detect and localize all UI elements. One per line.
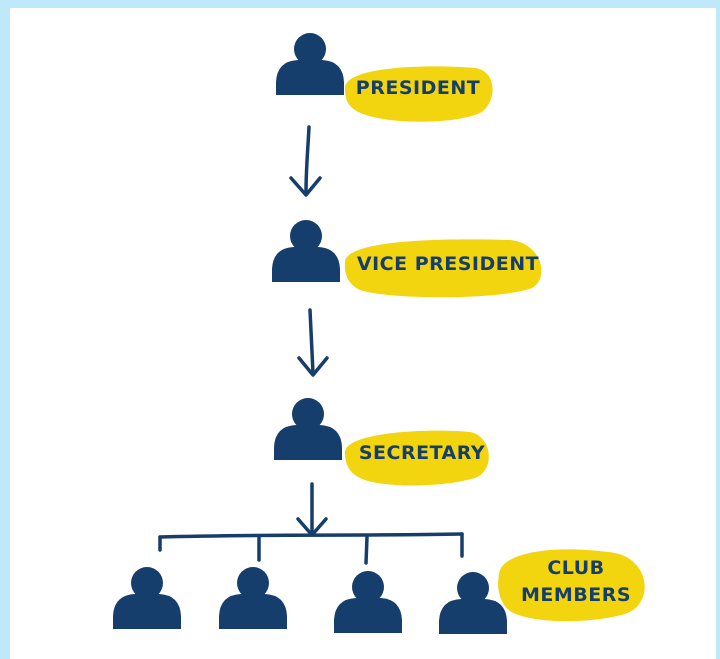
club-members-group: CLUB MEMBERS	[113, 549, 645, 634]
arrow-down-icon	[297, 308, 329, 377]
club-members-label-line1: CLUB	[547, 557, 604, 579]
diagram-canvas: PRESIDENT VICE PRESIDENT SECRETARY	[10, 8, 716, 659]
person-icon	[272, 220, 340, 282]
members-connector	[158, 532, 464, 565]
label-highlight	[344, 239, 542, 298]
person-icon	[334, 571, 402, 633]
vice-president-node: VICE PRESIDENT	[272, 220, 542, 298]
president-node: PRESIDENT	[276, 33, 493, 122]
person-icon	[439, 572, 507, 634]
vice-president-label: VICE PRESIDENT	[357, 253, 539, 275]
label-highlight	[345, 66, 493, 122]
secretary-label: SECRETARY	[359, 442, 485, 464]
arrow-down-icon	[289, 125, 322, 197]
org-chart: PRESIDENT VICE PRESIDENT SECRETARY	[113, 33, 645, 634]
president-label: PRESIDENT	[356, 77, 480, 99]
club-members-label-line2: MEMBERS	[521, 584, 631, 606]
person-icon	[113, 567, 181, 629]
person-icon	[276, 33, 344, 95]
secretary-node: SECRETARY	[274, 398, 489, 486]
person-icon	[219, 567, 287, 629]
label-highlight	[498, 549, 645, 622]
person-icon	[274, 398, 342, 460]
arrow-down-icon	[296, 482, 328, 537]
label-highlight	[345, 430, 489, 486]
